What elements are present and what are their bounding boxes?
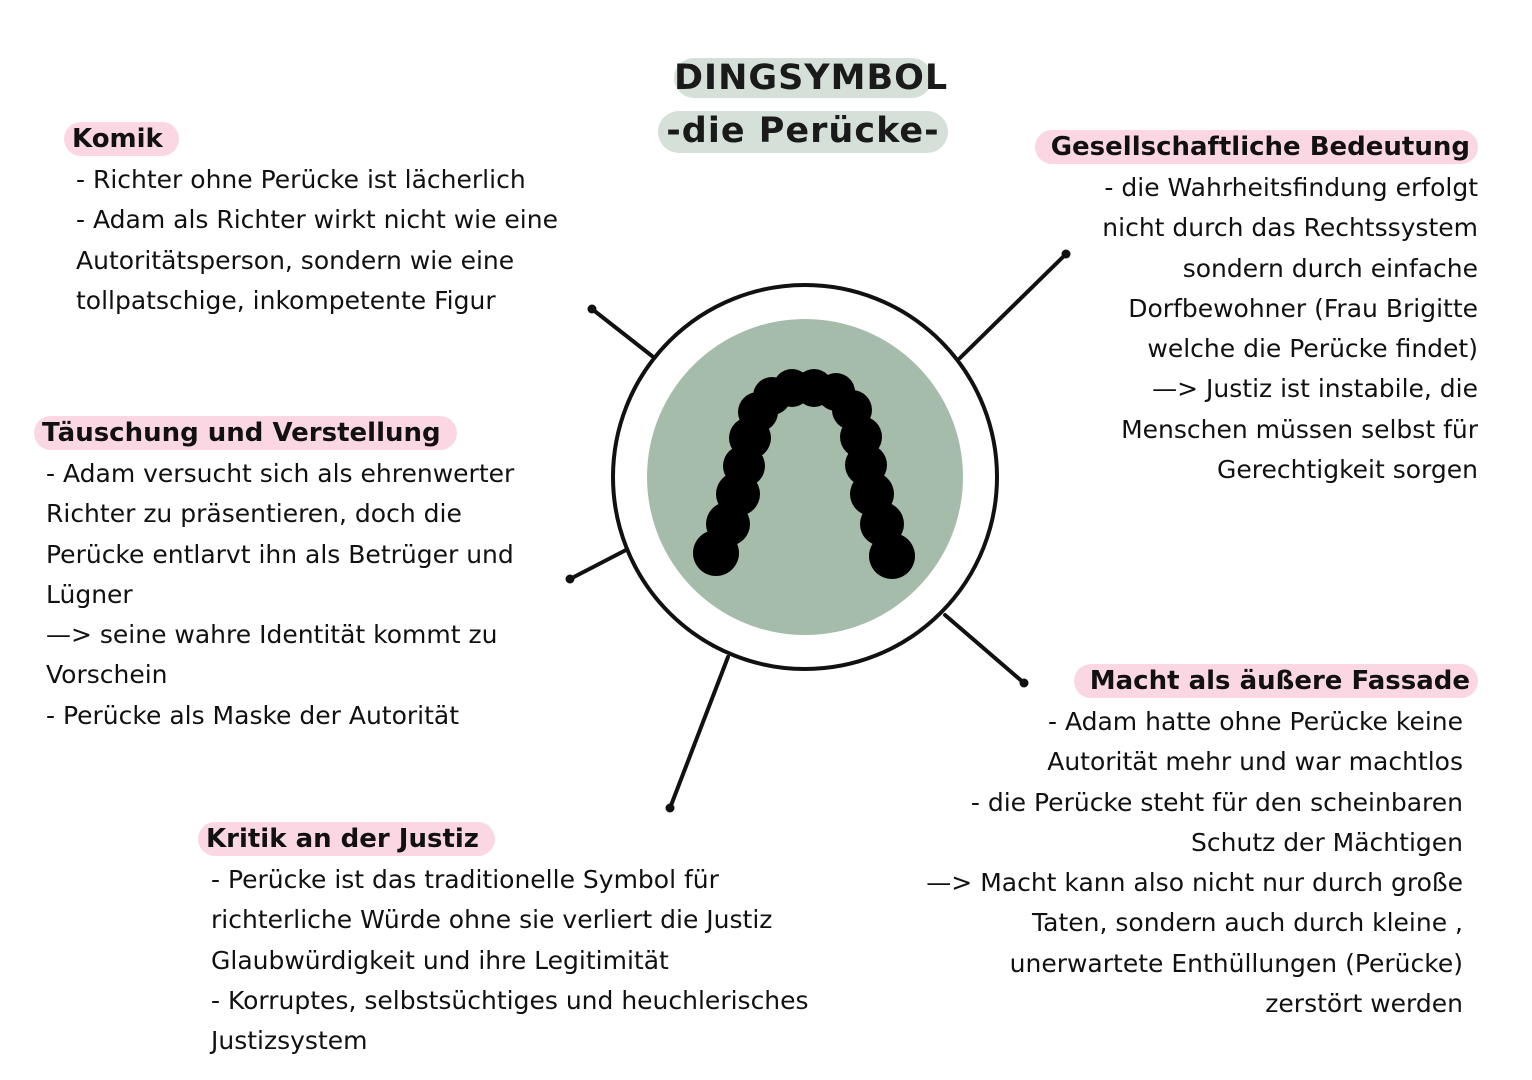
diagram-title: DINGSYMBOL [674, 58, 949, 98]
section-kritik-line: Justizsystem [211, 1026, 368, 1056]
section-komik-line: tollpatschige, inkompetente Figur [76, 285, 496, 315]
section-gesellschaft-line: Menschen müssen selbst für [1121, 414, 1478, 444]
connector-komik [590, 307, 654, 358]
section-macht-line: zerstört werden [1265, 989, 1463, 1019]
section-taeuschung-line: - Perücke als Maske der Autorität [46, 700, 460, 730]
section-kritik-line: richterliche Würde ohne sie verliert die… [211, 905, 773, 935]
section-gesellschaft-heading: Gesellschaftliche Bedeutung [1034, 130, 1478, 164]
section-macht-line: - die Perücke steht für den scheinbaren [970, 787, 1463, 817]
diagram-subtitle: -die Perücke- [658, 111, 948, 153]
section-taeuschung-heading: Täuschung und Verstellung [34, 416, 457, 450]
connector-komik-dot [587, 304, 597, 314]
section-komik-line: - Adam als Richter wirkt nicht wie eine [76, 205, 558, 235]
connector-macht [943, 613, 1026, 685]
connector-taeuschung [568, 548, 628, 581]
section-taeuschung-line: Perücke entlarvt ihn als Betrüger und [46, 539, 514, 569]
connector-kritik [668, 655, 730, 810]
section-taeuschung-line: Richter zu präsentieren, doch die [46, 499, 462, 529]
section-kritik: Kritik an der Justiz - Perücke ist das t… [198, 822, 809, 1061]
section-macht: Macht als äußere Fassade - Adam hatte oh… [926, 664, 1478, 1024]
section-kritik-line: - Korruptes, selbstsüchtiges und heuchle… [211, 985, 809, 1015]
section-macht-heading: Macht als äußere Fassade [1073, 664, 1478, 698]
section-gesellschaft-line: welche die Perücke findet) [1147, 334, 1478, 364]
section-taeuschung-line: —> seine wahre Identität kommt zu [46, 620, 498, 650]
section-komik-heading: Komik [64, 122, 179, 156]
section-gesellschaft-line: nicht durch das Rechtssystem [1102, 213, 1478, 243]
connector-macht-dot [1019, 678, 1029, 688]
section-gesellschaft-line: —> Justiz ist instabile, die [1152, 374, 1478, 404]
section-taeuschung-line: - Adam versucht sich als ehrenwerter [46, 459, 515, 488]
center-circle [647, 319, 963, 635]
section-gesellschaft-line: sondern durch einfache [1182, 253, 1478, 283]
section-macht-line: unerwartete Enthüllungen (Perücke) [1009, 948, 1463, 978]
section-kritik-line: - Perücke ist das traditionelle Symbol f… [211, 865, 719, 894]
section-gesellschaft-line: Dorfbewohner (Frau Brigitte [1128, 293, 1478, 323]
section-taeuschung-line: Lügner [46, 579, 133, 609]
section-taeuschung-line: Vorschein [46, 660, 168, 690]
section-macht-line: —> Macht kann also nicht nur durch große [926, 868, 1463, 898]
section-komik-line: - Richter ohne Perücke ist lächerlich [76, 165, 526, 194]
section-komik: Komik - Richter ohne Perücke ist lächerl… [64, 122, 558, 321]
connector-kritik-dot [665, 803, 675, 813]
connector-taeuschung-dot [565, 574, 575, 584]
section-macht-line: Schutz der Mächtigen [1191, 827, 1463, 857]
section-taeuschung: Täuschung und Verstellung - Adam versuch… [34, 416, 514, 736]
connector-gesellschaft-dot [1061, 249, 1071, 259]
section-kritik-heading: Kritik an der Justiz [198, 822, 495, 856]
section-macht-line: Taten, sondern auch durch kleine , [1032, 908, 1463, 938]
section-gesellschaft-line: Gerechtigkeit sorgen [1217, 455, 1478, 485]
section-macht-line: - Adam hatte ohne Perücke keine [1047, 707, 1463, 736]
wig-icon [693, 369, 915, 579]
section-gesellschaft-line: - die Wahrheitsfindung erfolgt [1104, 173, 1478, 202]
section-macht-line: Autorität mehr und war machtlos [1047, 747, 1463, 777]
section-kritik-line: Glaubwürdigkeit und ihre Legitimität [211, 945, 669, 975]
section-komik-line: Autoritätsperson, sondern wie eine [76, 245, 515, 275]
connector-gesellschaft [958, 252, 1068, 360]
section-gesellschaft: Gesellschaftliche Bedeutung - die Wahrhe… [1034, 130, 1478, 490]
